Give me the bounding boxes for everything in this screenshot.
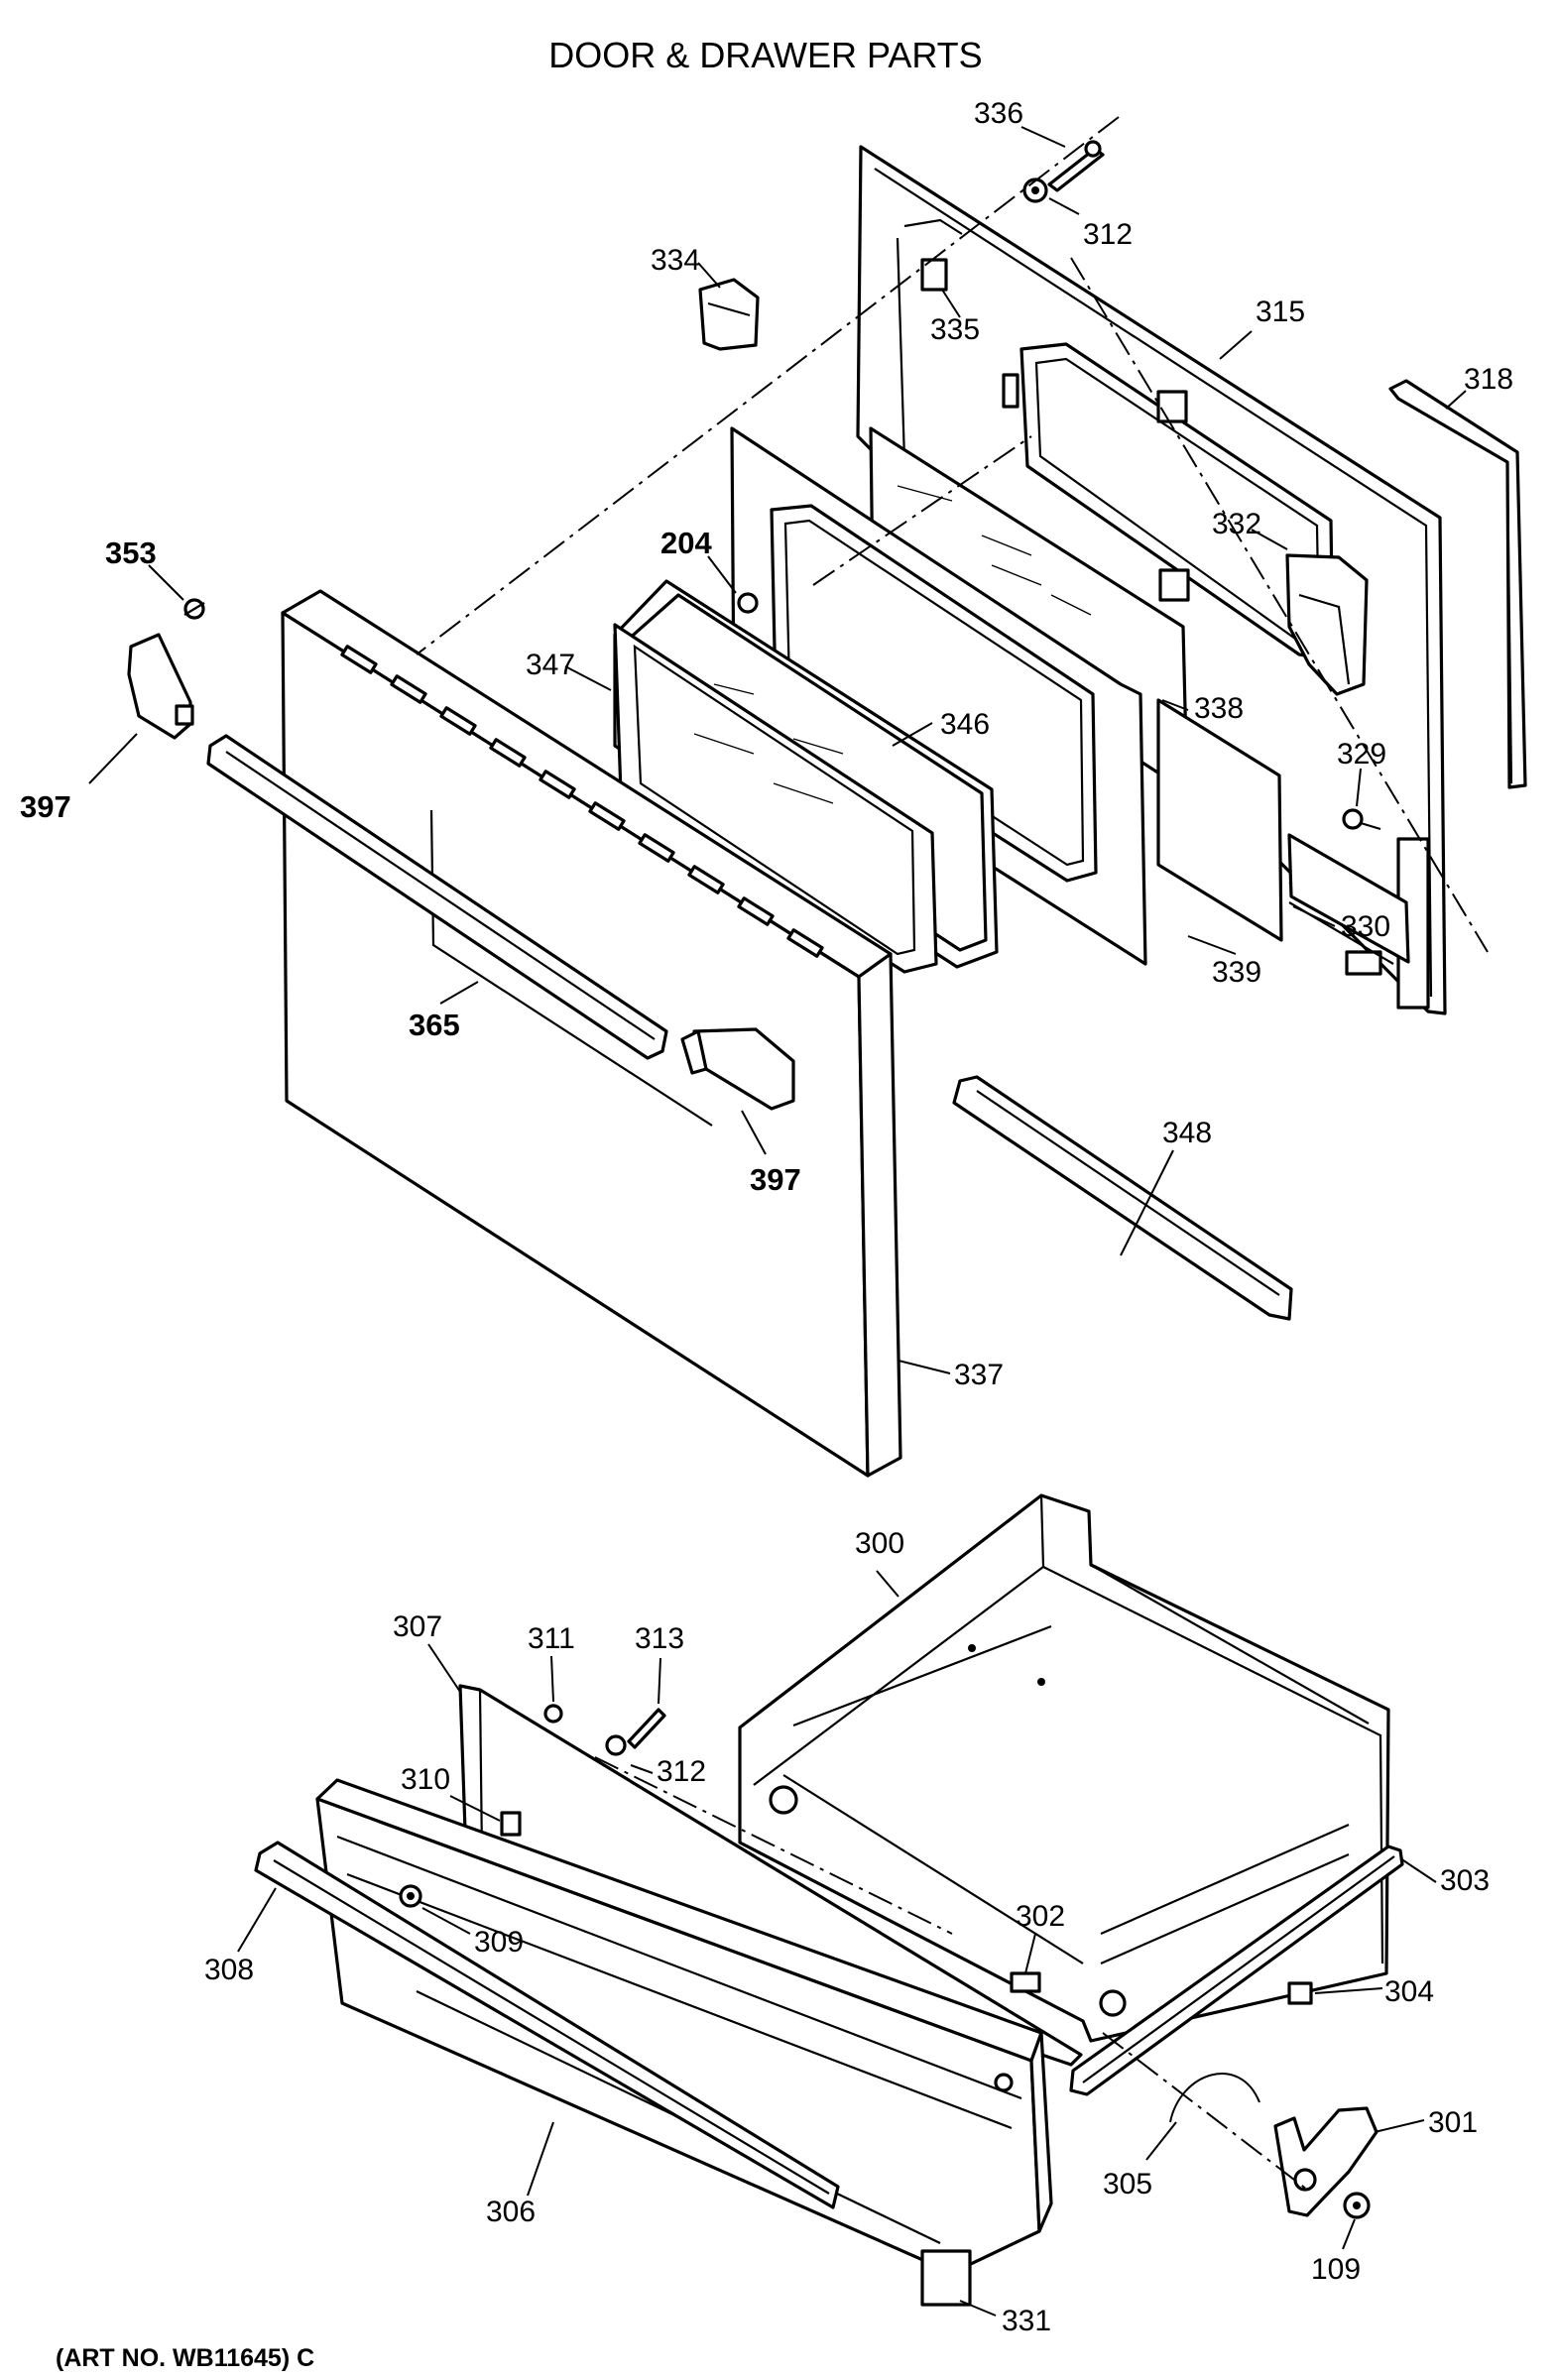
label-312-lower: 312 [657,1755,706,1788]
vent-slots [340,645,824,958]
label-109: 109 [1311,2253,1361,2286]
label-332: 332 [1212,508,1261,540]
label-330: 330 [1341,910,1390,943]
alignment-line-door [416,116,1120,655]
label-313: 313 [635,1622,684,1655]
washer-312-lower [605,1734,627,1756]
label-312: 312 [1083,218,1133,251]
label-347: 347 [526,649,575,681]
label-301: 301 [1428,2106,1478,2139]
diagram-title: DOOR & DRAWER PARTS [548,35,982,75]
nut-311 [543,1704,563,1724]
label-306: 306 [486,2196,536,2228]
door-assembly [127,116,1527,1478]
screw-313 [627,1708,666,1749]
label-365: 365 [409,1008,460,1042]
label-397-upper: 397 [20,789,71,824]
label-335: 335 [930,313,980,346]
stud-302 [1010,1971,1041,1993]
label-304: 304 [1384,1975,1434,2008]
outer-door-337 [281,589,902,1478]
label-302: 302 [1016,1900,1065,1933]
art-number: (ART NO. WB11645) C [56,2344,314,2372]
drawer-body-300 [738,1493,1390,2043]
label-334: 334 [651,244,700,277]
screw-336 [1047,140,1105,192]
label-307: 307 [393,1610,442,1643]
label-300: 300 [855,1527,904,1560]
label-308: 308 [204,1954,254,1986]
bracket-332 [1285,553,1369,696]
clip-310 [500,1811,522,1837]
label-339: 339 [1212,956,1261,989]
drawer-front-306 [315,1778,1053,2307]
screw-204 [737,592,759,614]
roller-304 [1287,1981,1313,2005]
label-303: 303 [1440,1864,1490,1897]
screw-329 [1342,808,1364,830]
bottom-channel-348 [952,1075,1293,1321]
drawer-assembly [254,1493,1404,2307]
label-309: 309 [474,1926,524,1959]
label-337: 337 [954,1359,1004,1391]
label-310: 310 [401,1763,450,1796]
baffle-339 [1156,698,1283,942]
label-336: 336 [974,97,1023,130]
label-348: 348 [1162,1117,1212,1149]
label-346: 346 [940,708,990,741]
hinge-330 [1287,833,1410,964]
label-353: 353 [105,536,157,570]
clip-334 [698,278,760,351]
label-338: 338 [1194,692,1244,725]
part-labels: 336 312 334 335 315 318 332 353 204 347 … [20,97,1513,2337]
label-318: 318 [1464,363,1513,396]
label-329: 329 [1337,738,1386,771]
label-305: 305 [1103,2168,1152,2201]
label-331: 331 [1002,2305,1051,2337]
leader-lines [88,126,1467,2317]
label-397-lower: 397 [750,1162,801,1197]
label-204: 204 [660,526,712,560]
label-311: 311 [528,1622,575,1655]
wire-clip-305 [1169,2073,1260,2123]
label-315: 315 [1256,296,1305,328]
